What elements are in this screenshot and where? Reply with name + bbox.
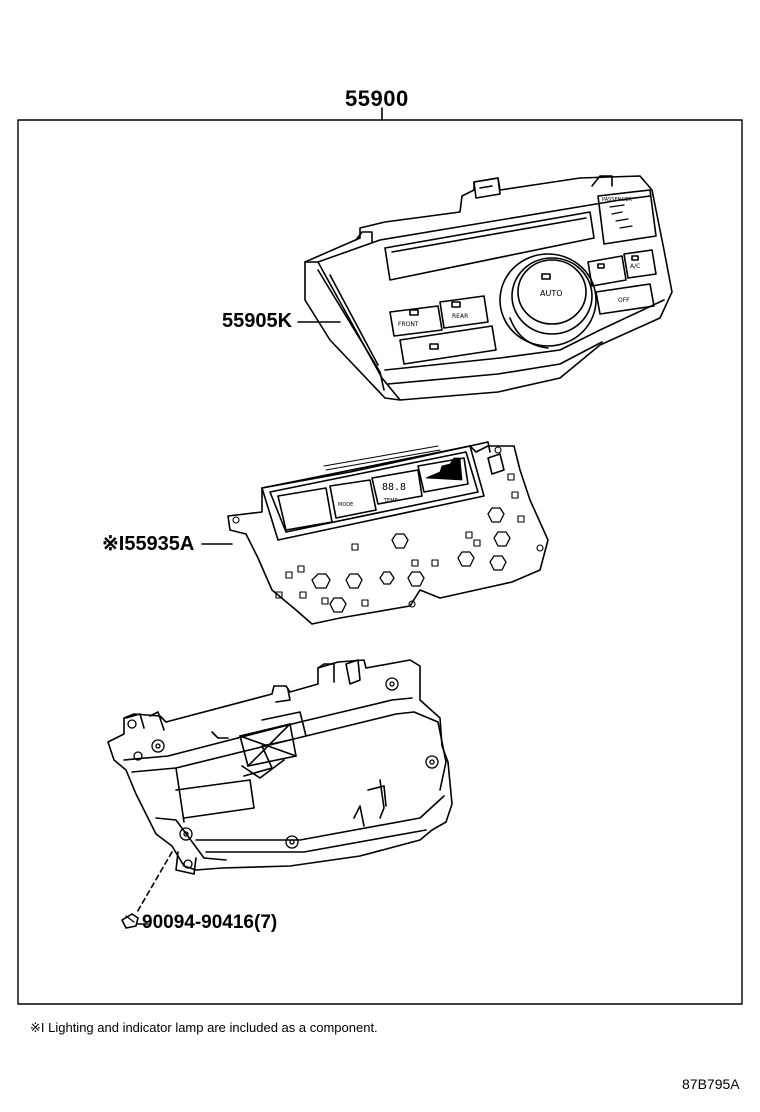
part-number-55935A: ※I55935A — [102, 533, 195, 555]
part-number-screw: 90094-90416(7) — [142, 912, 278, 933]
part-number-55905K: 55905K — [222, 310, 293, 332]
assembly-frame — [17, 107, 743, 1005]
ac-button-label: A/C — [630, 263, 640, 270]
figure-code: 87B795A — [682, 1076, 740, 1092]
control-panel-illustration: PASSENGER AUTO A/C OFF FRONT REAR — [304, 175, 673, 401]
screw-dashed-line — [135, 851, 173, 915]
mode-label: MODE — [338, 502, 353, 508]
svg-text:PASSENGER: PASSENGER — [602, 197, 632, 203]
footnote: ※I Lighting and indicator lamp are inclu… — [30, 1020, 378, 1035]
temp-label: TEMP — [383, 498, 398, 504]
rear-button-label: REAR — [452, 313, 468, 320]
assembly-part-number: 55900 — [345, 86, 409, 111]
off-button-label: OFF — [618, 297, 630, 304]
lower-frame-illustration — [107, 659, 453, 875]
screw-illustration — [121, 913, 149, 929]
display-digits: 88.8 — [382, 482, 406, 493]
front-button-label: FRONT — [398, 321, 419, 328]
auto-button-label: AUTO — [540, 289, 563, 298]
circuit-board-illustration: 88.8 TEMP MODE — [227, 441, 549, 625]
